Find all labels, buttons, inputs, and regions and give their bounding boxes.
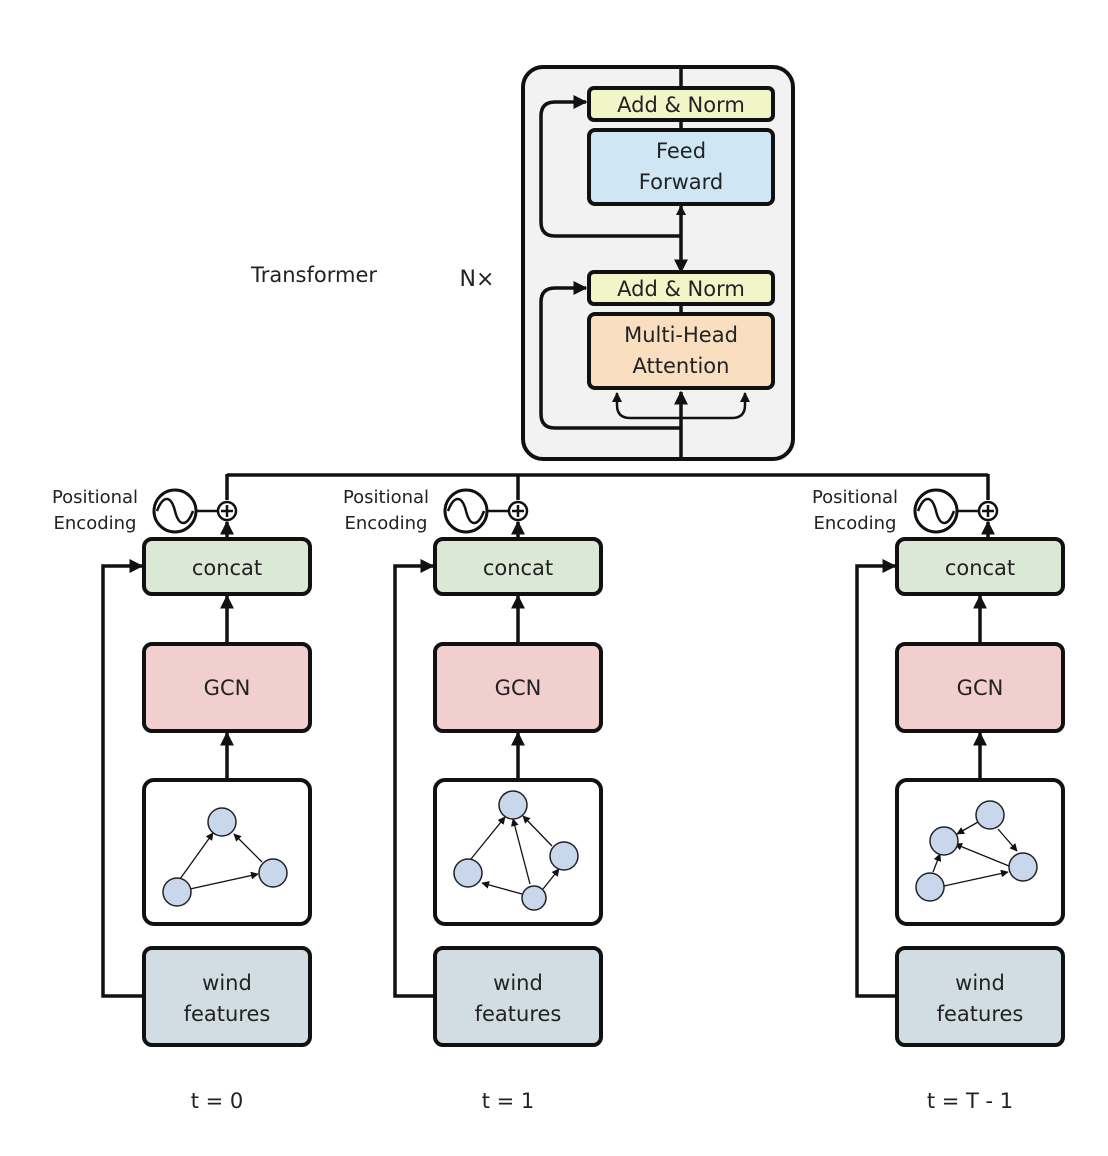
multi-head-attention-box: [587, 312, 775, 390]
graph-node: [258, 858, 288, 888]
sine-wave-icon: [152, 488, 198, 534]
graph-node: [549, 841, 579, 871]
add-norm-top-box: [587, 86, 775, 122]
positional-encoding-label-line2: Encoding: [814, 513, 897, 534]
concat-label: concat: [192, 556, 262, 580]
add-operator-icon: [216, 500, 238, 522]
time-label: t = 0: [191, 1089, 244, 1113]
sine-wave-icon: [443, 488, 489, 534]
wind-features-label-line1: wind: [202, 971, 252, 995]
concat-label: concat: [945, 556, 1015, 580]
gcn-box: [895, 642, 1065, 733]
graph-edges: [179, 832, 263, 890]
attention-label-line1: Multi-Head: [624, 323, 738, 347]
column-t0: Positional Encoding concat GCN wind: [52, 487, 312, 1113]
wind-features-label-line2: features: [475, 1002, 562, 1026]
concat-box: [895, 537, 1065, 596]
graph-node: [521, 885, 547, 911]
column-t-last: Positional Encoding concat GCN: [812, 487, 1065, 1113]
graph-node: [453, 858, 483, 888]
sine-wave-icon: [913, 488, 959, 534]
graph-node: [929, 826, 959, 856]
time-label: t = 1: [482, 1089, 535, 1113]
add-norm-bottom-box: [587, 270, 775, 306]
gcn-label: GCN: [495, 676, 542, 700]
feed-forward-label-line2: Forward: [639, 170, 723, 194]
graph-box: [895, 778, 1065, 926]
graph-box: [433, 778, 603, 926]
wind-features-box: [142, 946, 312, 1047]
wind-features-box: [433, 946, 603, 1047]
positional-encoding-label-line1: Positional: [52, 487, 138, 508]
graph-node: [207, 807, 237, 837]
graph-node: [498, 790, 528, 820]
graph-node: [975, 800, 1005, 830]
add-operator-icon: [977, 500, 999, 522]
feed-forward-label-line1: Feed: [656, 139, 706, 163]
add-norm-top-label: Add & Norm: [617, 93, 745, 117]
positional-encoding-label-line1: Positional: [812, 487, 898, 508]
gcn-label: GCN: [204, 676, 251, 700]
wind-features-label-line1: wind: [955, 971, 1005, 995]
graph-node: [915, 872, 945, 902]
graph-node: [162, 877, 192, 907]
time-label: t = T - 1: [927, 1089, 1013, 1113]
wind-features-box: [895, 946, 1065, 1047]
skip-connection: [393, 559, 435, 998]
gcn-label: GCN: [957, 676, 1004, 700]
graph-edges: [470, 815, 560, 895]
add-norm-bottom-label: Add & Norm: [617, 277, 745, 301]
positional-encoding-label-line2: Encoding: [345, 513, 428, 534]
skip-connection: [101, 559, 144, 998]
repeat-label: N×: [460, 267, 495, 292]
wind-features-label-line1: wind: [493, 971, 543, 995]
concat-box: [433, 537, 603, 596]
concat-label: concat: [483, 556, 553, 580]
transformer-container: [521, 65, 795, 461]
positional-encoding-label-line2: Encoding: [54, 513, 137, 534]
wind-features-label-line2: features: [184, 1002, 271, 1026]
wind-features-label-line2: features: [937, 1002, 1024, 1026]
skip-connection: [855, 559, 897, 998]
attention-label-line2: Attention: [633, 354, 730, 378]
graph-edges: [932, 821, 1018, 887]
positional-encoding-label-line1: Positional: [343, 487, 429, 508]
gcn-box: [433, 642, 603, 733]
gcn-box: [142, 642, 312, 733]
column-t1: Positional Encoding concat GCN: [343, 487, 603, 1113]
concat-box: [142, 537, 312, 596]
feed-forward-box: [587, 128, 775, 206]
transformer-label: Transformer: [250, 263, 377, 287]
graph-node: [1008, 852, 1038, 882]
add-operator-icon: [507, 500, 529, 522]
transformer-block: Add & Norm Feed Forward Add & Norm Multi…: [521, 65, 795, 461]
